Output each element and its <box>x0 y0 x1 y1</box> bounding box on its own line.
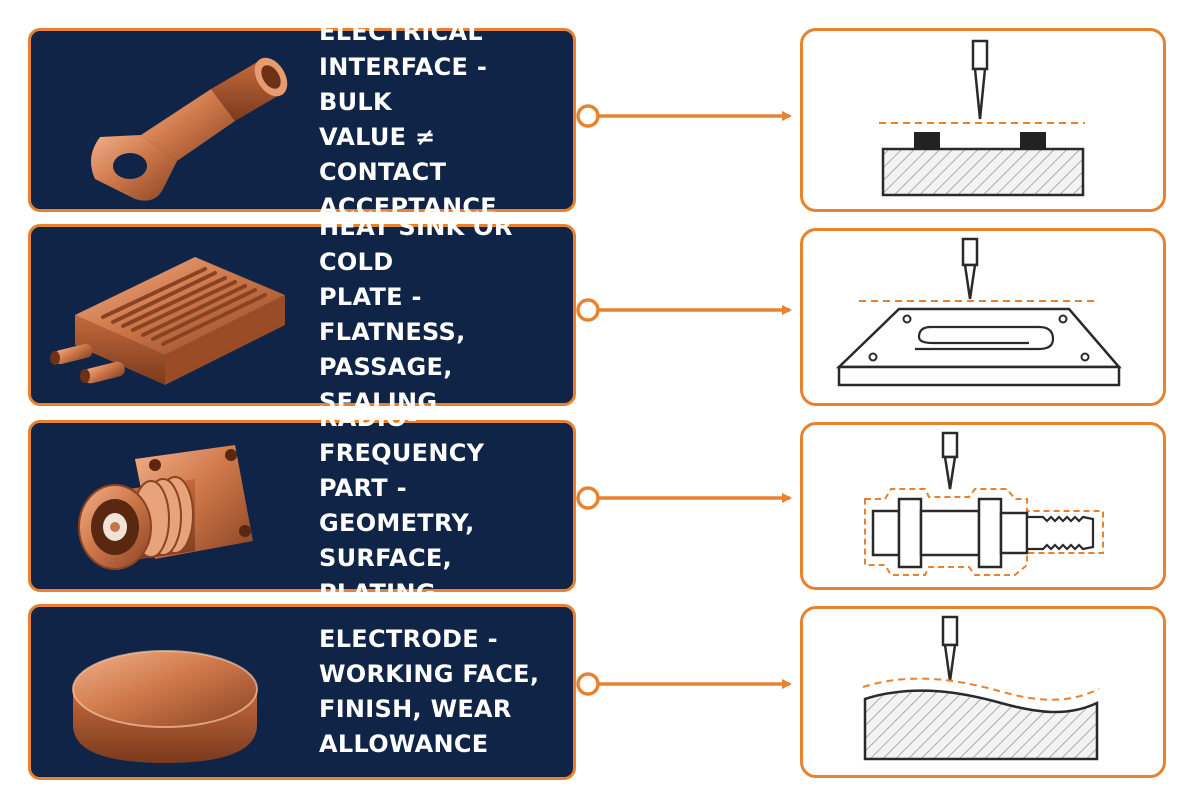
copper-rf-connector-icon <box>78 445 253 570</box>
copper-cold-plate-icon <box>50 257 285 385</box>
row-radio-frequency: RADIO-FREQUENCY PART - GEOMETRY, SURFACE… <box>0 404 1200 607</box>
application-card: RADIO-FREQUENCY PART - GEOMETRY, SURFACE… <box>28 404 576 607</box>
inspection-sketch-panel <box>800 28 1166 212</box>
application-card: HEAT SINK OR COLD PLATE - FLATNESS, PASS… <box>28 213 576 416</box>
arrow-connector <box>576 104 792 128</box>
probe-over-contact-pads-icon <box>879 39 1085 197</box>
row-electrical-interface: ELECTRICAL INTERFACE - BULK VALUE ≠ CONT… <box>0 18 1200 221</box>
copper-cable-lug-icon <box>91 57 288 201</box>
copper-disc-electrode-icon <box>72 650 258 763</box>
application-label: ELECTRICAL INTERFACE - BULK VALUE ≠ CONT… <box>319 18 497 221</box>
arrow-connector <box>576 486 792 510</box>
application-label: HEAT SINK OR COLD PLATE - FLATNESS, PASS… <box>319 213 513 416</box>
arrow-connector <box>576 672 792 696</box>
inspection-sketch-panel <box>800 422 1166 590</box>
application-card: ELECTRICAL INTERFACE - BULK VALUE ≠ CONT… <box>28 18 576 221</box>
probe-over-wavy-surface-icon <box>862 615 1100 761</box>
row-electrode: ELECTRODE - WORKING FACE, FINISH, WEAR A… <box>0 602 1200 782</box>
inspection-sketch-panel <box>800 606 1166 778</box>
probe-over-flat-plate-icon <box>835 237 1122 387</box>
application-label: ELECTRODE - WORKING FACE, FINISH, WEAR A… <box>319 625 540 758</box>
inspection-sketch-panel <box>800 228 1166 406</box>
arrow-connector <box>576 298 792 322</box>
application-card: ELECTRODE - WORKING FACE, FINISH, WEAR A… <box>28 604 576 780</box>
row-heat-sink: HEAT SINK OR COLD PLATE - FLATNESS, PASS… <box>0 213 1200 416</box>
application-label: RADIO-FREQUENCY PART - GEOMETRY, SURFACE… <box>319 404 485 607</box>
probe-over-turned-part-outline-icon <box>864 431 1104 576</box>
